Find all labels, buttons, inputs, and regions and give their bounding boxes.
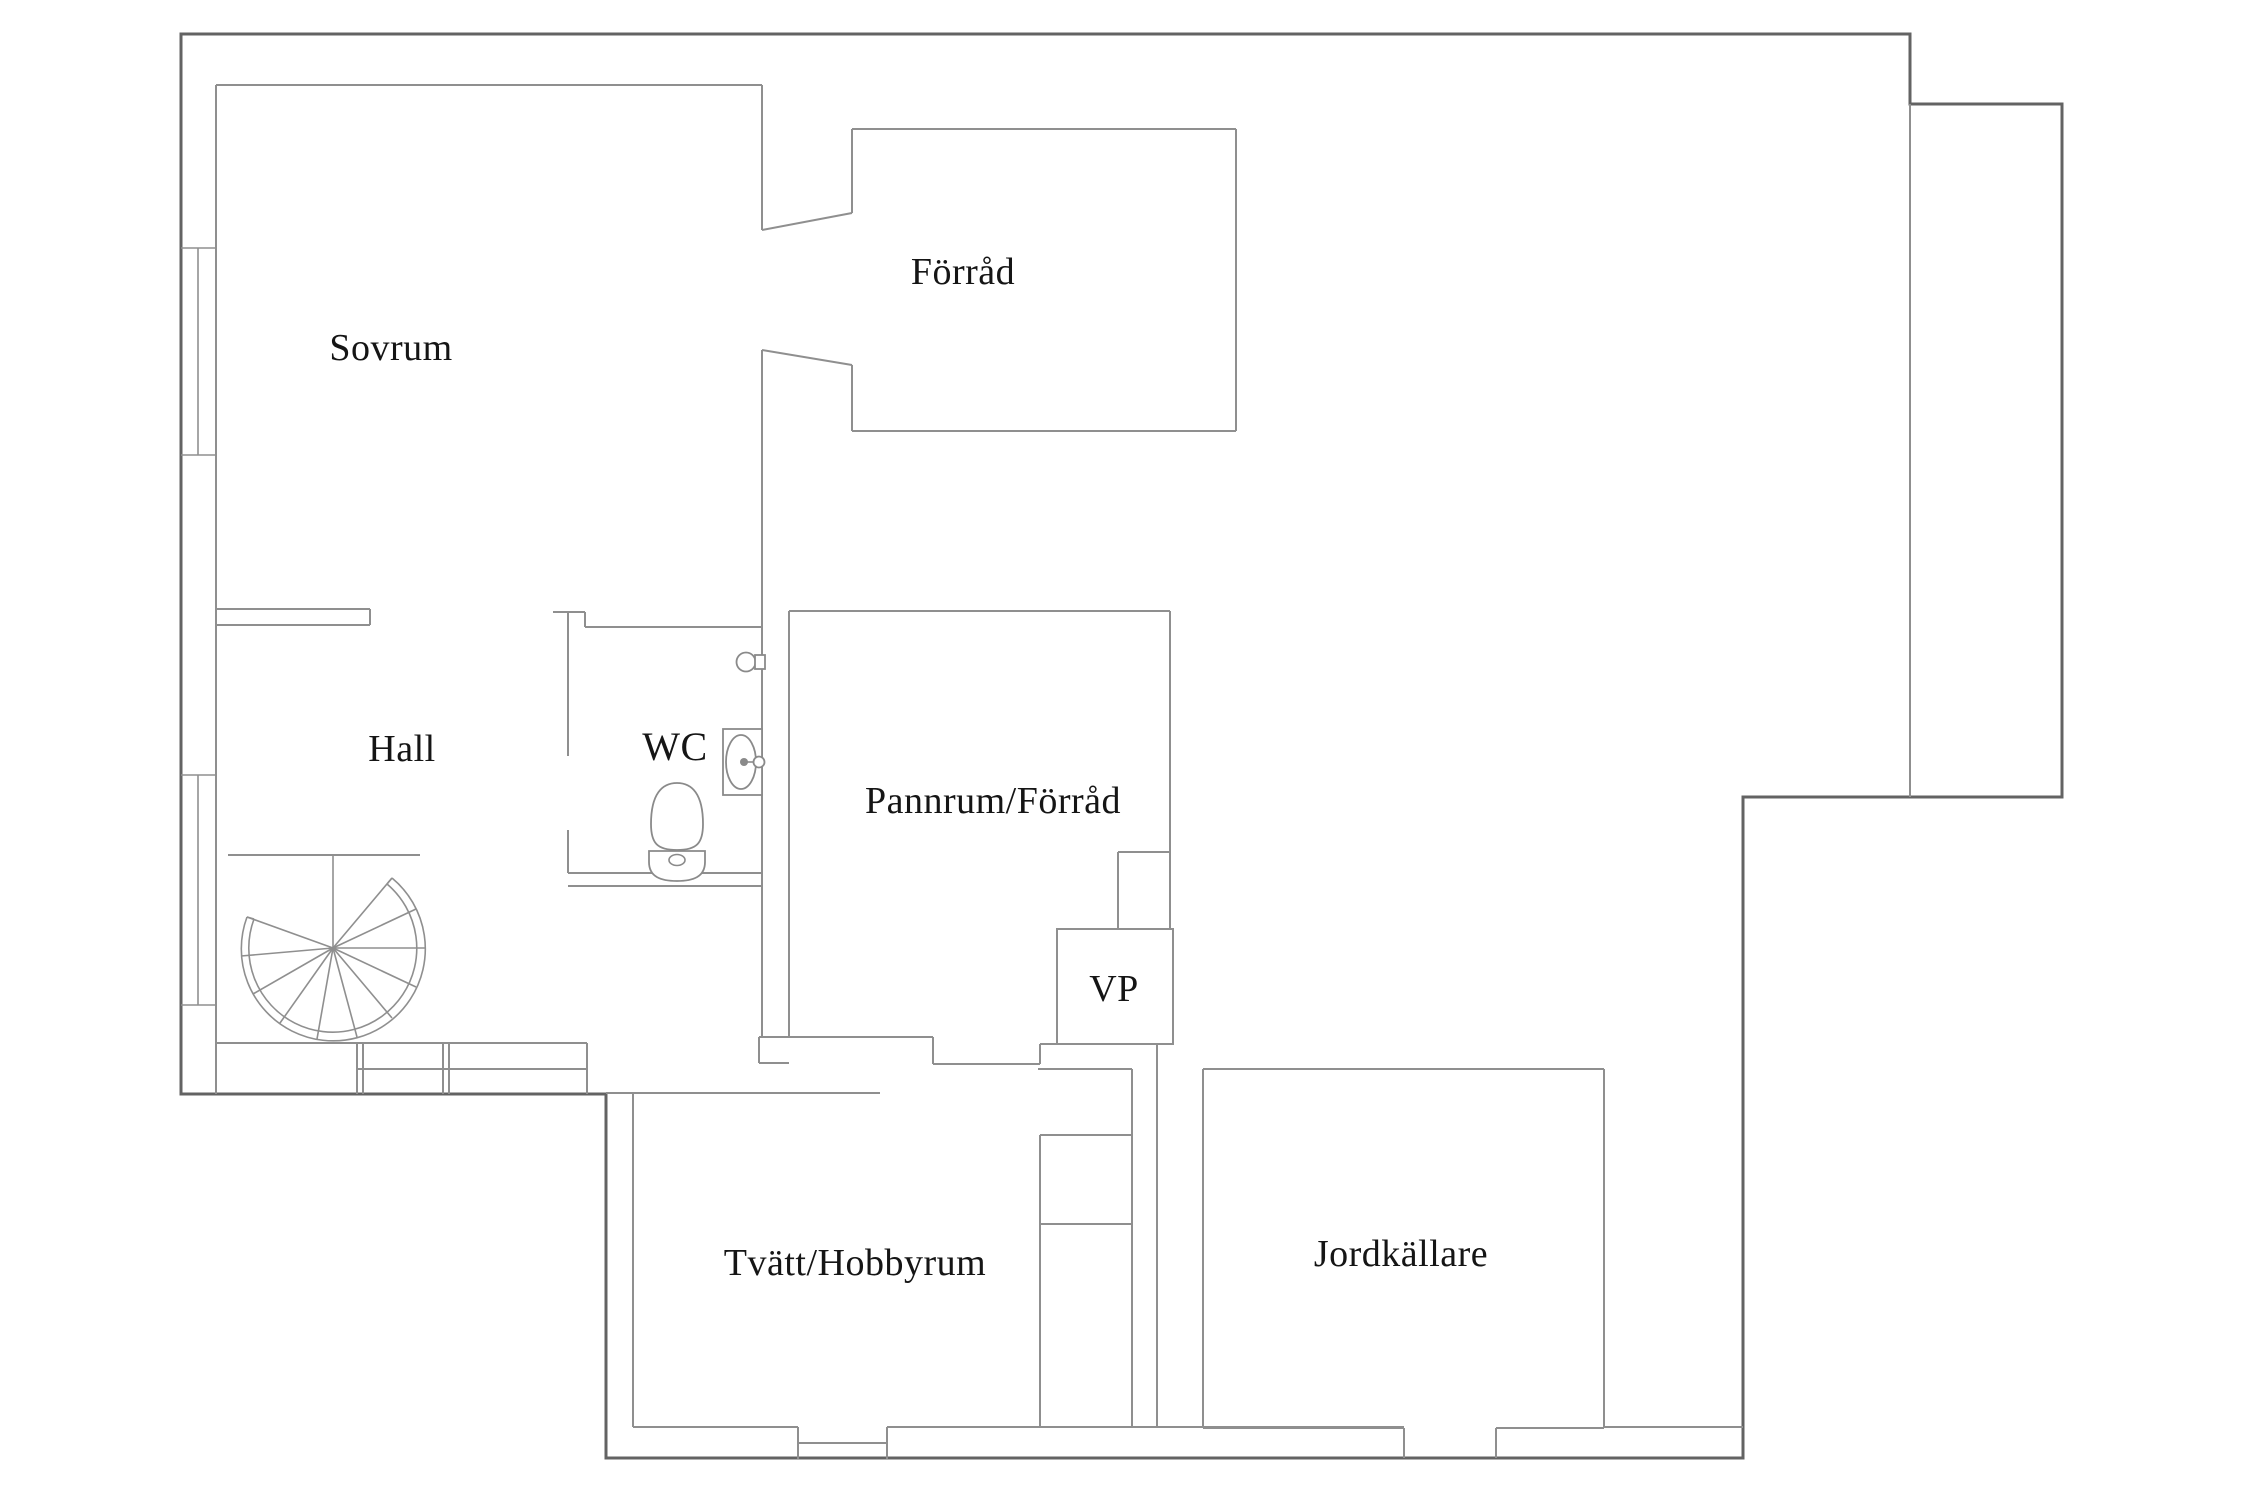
spiral-staircase-icon	[240, 856, 427, 1042]
room-labels: Sovrum Förråd Hall WC Pannrum/Förråd VP …	[329, 251, 1488, 1284]
closet	[1039, 1134, 1132, 1428]
hall-top-wall	[216, 608, 371, 626]
pannrum-walls	[758, 610, 1171, 1065]
forrad-walls	[851, 128, 1237, 432]
room-label-pannrum: Pannrum/Förråd	[865, 780, 1121, 822]
stair-landing	[216, 854, 588, 1094]
door-swing-upper	[761, 212, 853, 231]
vp-box	[1056, 928, 1174, 1045]
outer-boundary	[179, 32, 2064, 1460]
window-symbols	[181, 247, 216, 1006]
tvatt-walls	[606, 1092, 1743, 1459]
outer-walls	[179, 32, 2064, 1460]
room-label-hall: Hall	[368, 728, 435, 770]
room-label-forrad: Förråd	[911, 251, 1015, 293]
room-label-tvatt: Tvätt/Hobbyrum	[724, 1242, 986, 1284]
room-label-wc: WC	[642, 724, 707, 769]
wall-tap-icon	[735, 651, 766, 673]
room-label-sovrum: Sovrum	[329, 327, 452, 369]
shaft-walls	[1038, 1044, 1158, 1428]
sink-icon	[722, 728, 766, 796]
room-label-vp: VP	[1089, 968, 1139, 1010]
room-label-jordkallare: Jordkällare	[1314, 1233, 1488, 1275]
toilet-icon	[648, 782, 706, 882]
door-swing-lower	[761, 349, 853, 366]
inner-walls	[181, 84, 1743, 1459]
